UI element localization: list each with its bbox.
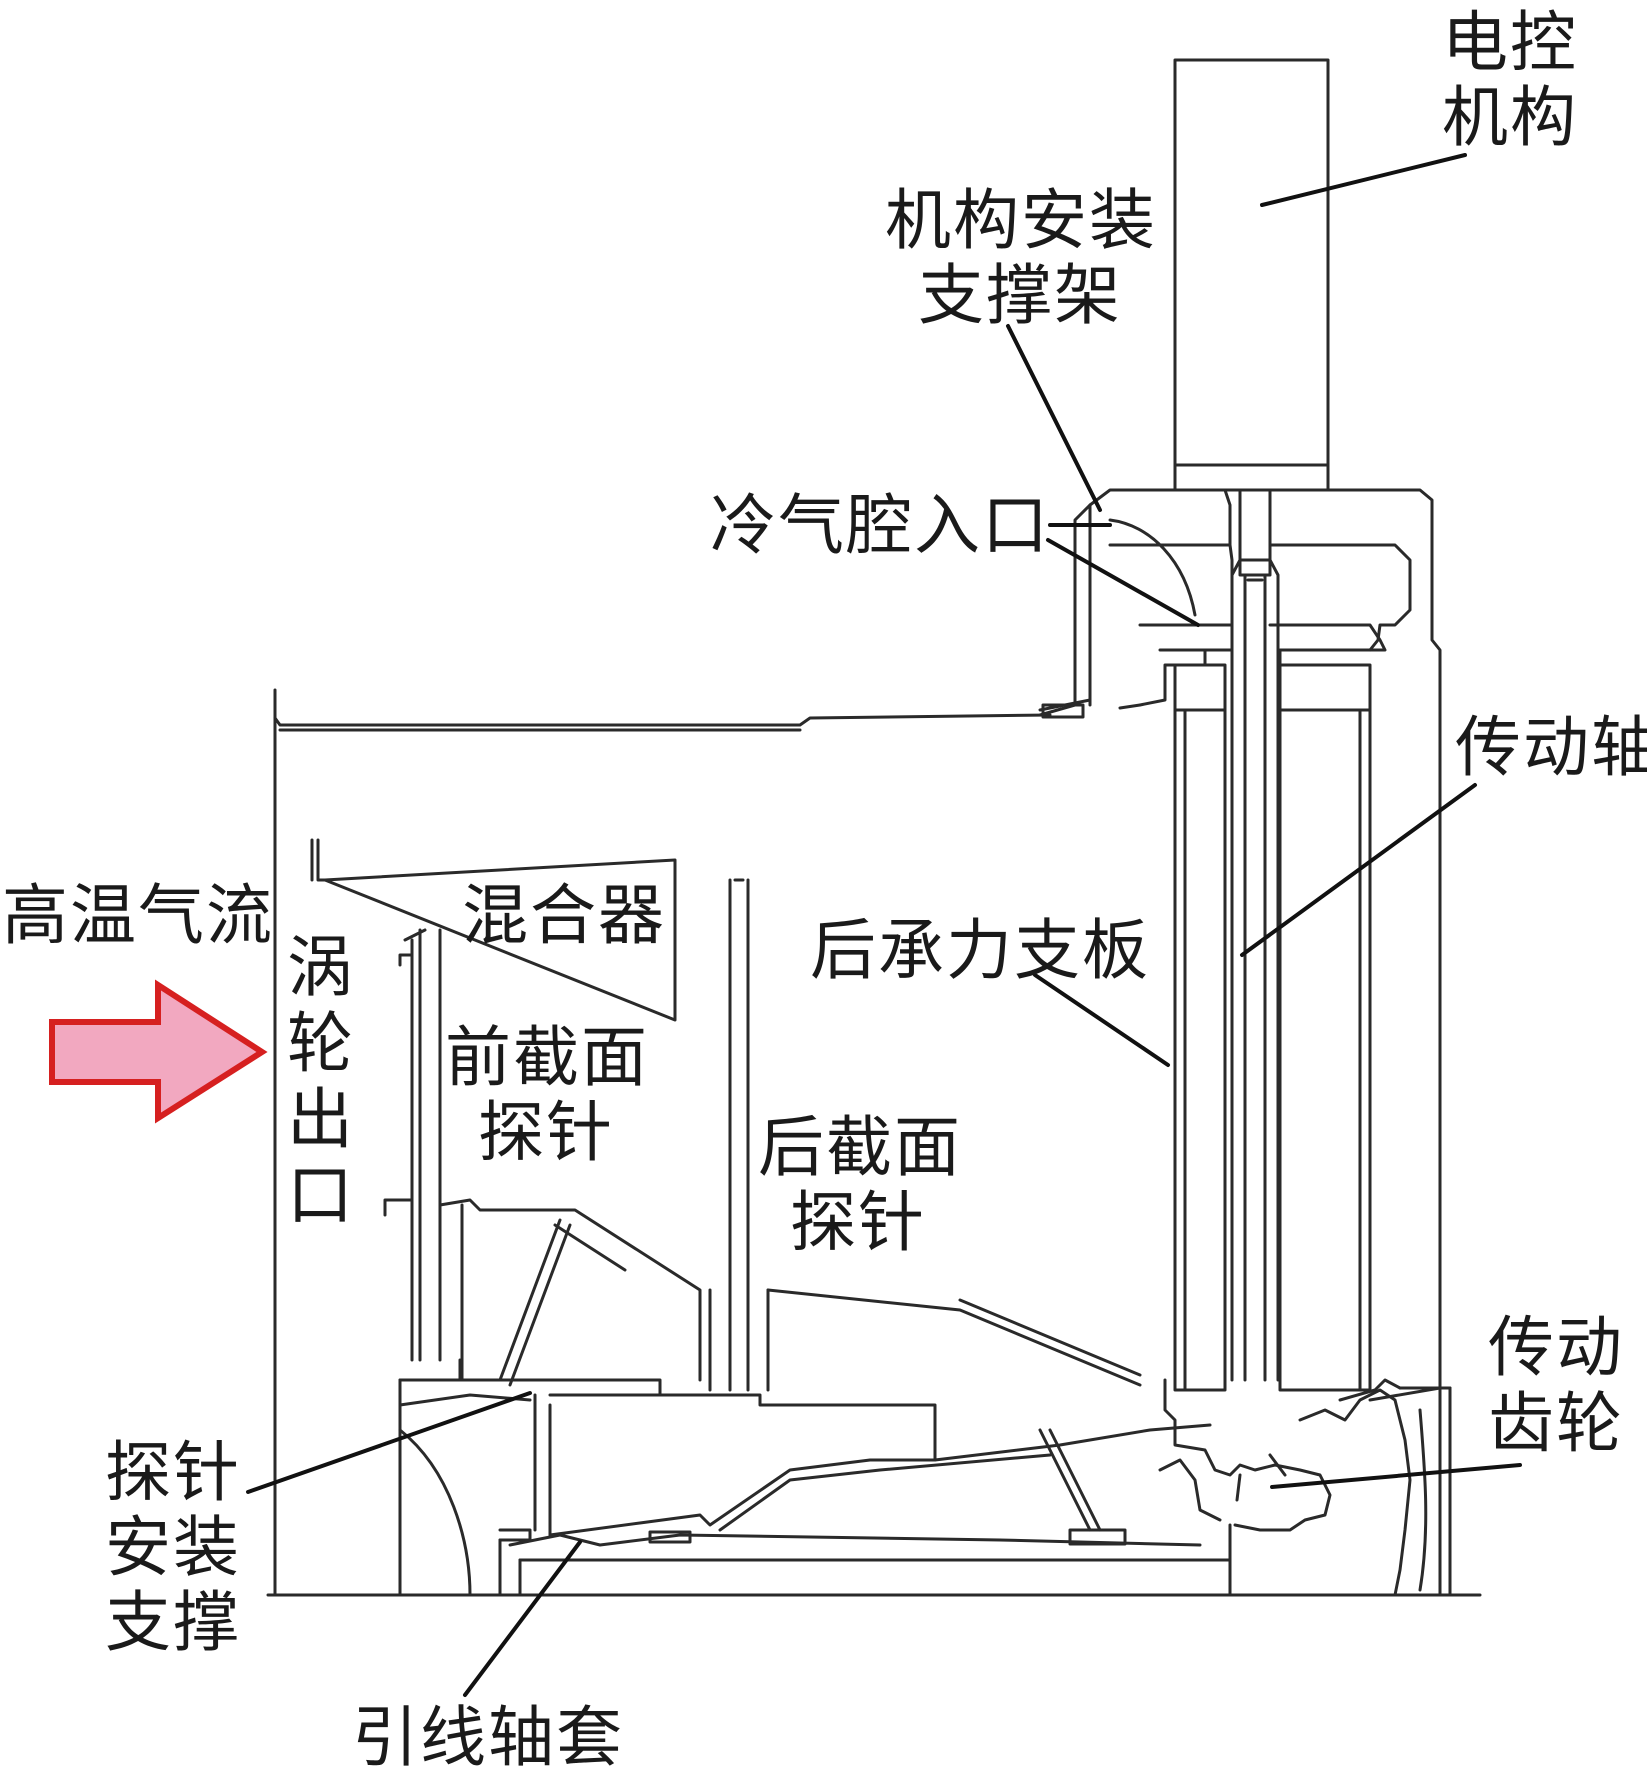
label-drive-shaft: 传动轴 bbox=[1455, 709, 1647, 786]
label-probe-support-2: 安装 bbox=[105, 1509, 241, 1586]
leader-cold-air-b bbox=[1046, 538, 1200, 627]
leader-rear-strut bbox=[1033, 973, 1170, 1067]
label-probe-support-1: 探针 bbox=[105, 1434, 241, 1511]
duct-casing bbox=[273, 688, 1142, 1597]
label-lead-sleeve: 引线轴套 bbox=[352, 1699, 624, 1776]
label-cold-air-inlet: 冷气腔入口 bbox=[710, 487, 1050, 564]
label-rear-probe-2: 探针 bbox=[790, 1184, 926, 1261]
label-electric-control-1: 电控 bbox=[1442, 4, 1578, 81]
cold-air-chamber bbox=[1138, 623, 1387, 712]
label-turbine-outlet: 涡轮出口 bbox=[287, 929, 355, 1234]
label-drive-gear-1: 传动 bbox=[1488, 1309, 1624, 1386]
label-mixer: 混合器 bbox=[462, 877, 666, 954]
leader-lines bbox=[246, 153, 1522, 1697]
leader-electric-control bbox=[1260, 153, 1467, 207]
label-mount-bracket-2: 支撑架 bbox=[918, 257, 1122, 334]
label-electric-control-2: 机构 bbox=[1442, 79, 1578, 156]
leader-drive-gear bbox=[1270, 1463, 1522, 1489]
label-hot-airflow: 高温气流 bbox=[2, 877, 274, 954]
label-rear-probe-1: 后截面 bbox=[758, 1109, 962, 1186]
drive-shaft bbox=[1230, 488, 1280, 1382]
label-front-probe-2: 探针 bbox=[478, 1094, 614, 1171]
inner-linkage bbox=[498, 1218, 1102, 1532]
rear-strut bbox=[1173, 708, 1372, 1392]
label-mount-bracket-1: 机构安装 bbox=[885, 182, 1157, 259]
drive-gear-assembly bbox=[1158, 1378, 1442, 1597]
leader-drive-shaft bbox=[1240, 783, 1477, 957]
label-front-probe-1: 前截面 bbox=[445, 1019, 649, 1096]
leader-lead-sleeve bbox=[463, 1540, 582, 1697]
label-rear-strut: 后承力支板 bbox=[810, 912, 1150, 989]
right-casing bbox=[1398, 1386, 1452, 1597]
front-probe bbox=[383, 928, 702, 1382]
right-arrow-icon bbox=[49, 979, 268, 1124]
inner-hub bbox=[508, 1423, 1232, 1597]
mixer-body bbox=[310, 838, 677, 1022]
label-probe-support-3: 支撑 bbox=[105, 1584, 241, 1661]
electric-control-body bbox=[1173, 58, 1330, 492]
leader-mount-bracket bbox=[1006, 324, 1102, 512]
leader-probe-support bbox=[246, 1391, 532, 1494]
label-drive-gear-2: 齿轮 bbox=[1488, 1385, 1624, 1462]
probe-mount-support bbox=[398, 1378, 937, 1597]
rear-probe bbox=[708, 878, 1142, 1392]
